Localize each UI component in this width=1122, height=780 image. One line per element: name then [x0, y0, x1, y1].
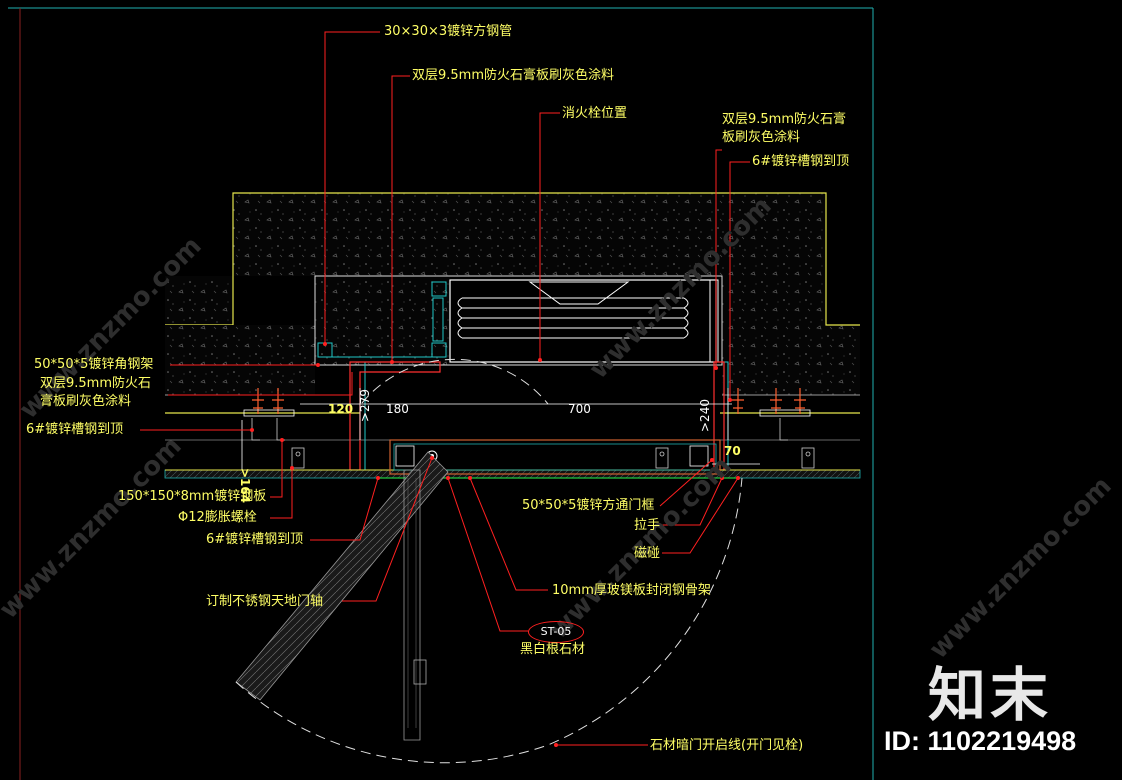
dim-120: 120: [328, 402, 354, 416]
door-panel-open: [235, 451, 449, 741]
label-swing-line: 石材暗门开启线(开门见栓): [650, 738, 804, 753]
label-pivot: 订制不锈钢天地门轴: [206, 594, 324, 609]
label-door-frame: 50*50*5镀锌方通门框: [522, 498, 655, 513]
label-handle: 拉手: [634, 518, 661, 533]
door-panel-closed: [389, 439, 721, 475]
svg-text:www.znzmo.com: www.znzmo.com: [0, 431, 188, 625]
label-magnet: 磁碰: [634, 546, 661, 561]
label-channel-left: 6#镀锌槽钢到顶: [26, 422, 124, 437]
label-mgo-board: 10mm厚玻镁板封闭钢骨架: [552, 583, 711, 598]
stone-tag: ST-05: [528, 621, 584, 643]
label-stone: 黑白根石材: [520, 642, 586, 657]
drawing-frame: [8, 7, 874, 780]
label-gypsum-left-2: 膏板刷灰色涂料: [40, 394, 132, 409]
watermark-id: ID: 1102219498: [884, 726, 1077, 756]
leader-dots: [250, 342, 740, 747]
dimension-lines: [241, 388, 760, 470]
leader-lines: [140, 31, 750, 746]
label-steel-tube: 30×30×3镀锌方钢管: [384, 24, 513, 39]
label-angle-frame: 50*50*5镀锌角钢架: [34, 357, 154, 372]
label-gypsum-right-1: 双层9.5mm防火石膏: [722, 112, 847, 127]
label-gypsum-top: 双层9.5mm防火石膏板刷灰色涂料: [412, 68, 615, 83]
dim-279: >279: [358, 389, 372, 422]
dim-240: >240: [698, 399, 712, 432]
label-channel-bottom: 6#镀锌槽钢到顶: [206, 532, 304, 547]
label-bolt: Φ12膨胀螺栓: [178, 510, 257, 525]
dim-180: 180: [386, 402, 409, 416]
anchor-bolts: [243, 388, 811, 441]
dim-700: 700: [568, 402, 591, 416]
label-gypsum-left-1: 双层9.5mm防火石: [40, 376, 152, 391]
door-swing-arc: [235, 358, 743, 764]
svg-text:www.znzmo.com: www.znzmo.com: [924, 471, 1118, 665]
dim-164: >164: [238, 468, 252, 504]
floor-plates: [291, 447, 815, 469]
label-steel-plate: 150*150*8mm镀锌钢板: [118, 489, 267, 504]
label-hydrant: 消火栓位置: [562, 106, 628, 121]
label-gypsum-right-2: 板刷灰色涂料: [722, 130, 801, 145]
watermark-logo: 知末: [928, 661, 1053, 729]
dim-70: 70: [724, 444, 741, 458]
label-channel-right: 6#镀锌槽钢到顶: [752, 154, 850, 169]
